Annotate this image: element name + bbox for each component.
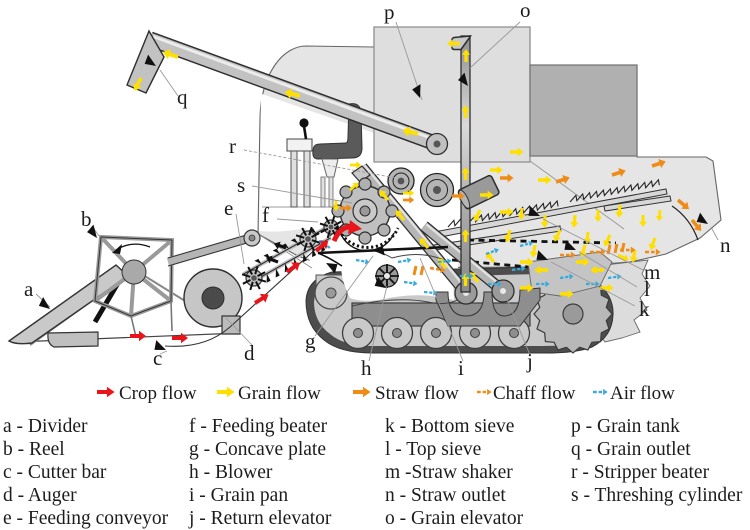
svg-text:f: f bbox=[262, 203, 269, 227]
svg-text:r: r bbox=[229, 134, 236, 158]
svg-text:o - Grain elevator: o - Grain elevator bbox=[385, 508, 524, 529]
svg-text:n - Straw outlet: n - Straw outlet bbox=[385, 485, 506, 506]
svg-text:q - Grain outlet: q - Grain outlet bbox=[571, 439, 691, 460]
svg-text:h: h bbox=[361, 356, 372, 380]
svg-text:r - Stripper beater: r - Stripper beater bbox=[571, 462, 710, 483]
svg-text:p: p bbox=[384, 0, 395, 24]
svg-text:Straw flow: Straw flow bbox=[375, 383, 459, 404]
svg-text:j: j bbox=[526, 349, 533, 373]
svg-text:j - Return elevator: j - Return elevator bbox=[188, 508, 332, 529]
svg-text:m: m bbox=[644, 260, 660, 284]
svg-text:Grain flow: Grain flow bbox=[238, 383, 321, 404]
svg-text:c - Cutter bar: c - Cutter bar bbox=[3, 462, 107, 483]
svg-text:o: o bbox=[520, 0, 531, 22]
svg-text:l - Top sieve: l - Top sieve bbox=[385, 439, 481, 460]
svg-text:s: s bbox=[237, 173, 245, 197]
svg-text:Air flow: Air flow bbox=[610, 383, 675, 404]
svg-text:i - Grain pan: i - Grain pan bbox=[189, 485, 288, 506]
svg-text:n: n bbox=[720, 233, 731, 257]
svg-text:f - Feeding beater: f - Feeding beater bbox=[189, 416, 328, 437]
svg-text:c: c bbox=[153, 346, 162, 370]
svg-text:k - Bottom sieve: k - Bottom sieve bbox=[385, 416, 514, 437]
svg-text:g: g bbox=[305, 329, 316, 353]
svg-text:p - Grain tank: p - Grain tank bbox=[571, 416, 680, 437]
svg-text:a - Divider: a - Divider bbox=[3, 416, 88, 437]
svg-text:l: l bbox=[644, 277, 650, 301]
svg-text:Chaff flow: Chaff flow bbox=[493, 383, 576, 404]
svg-text:e: e bbox=[224, 196, 233, 220]
svg-text:e - Feeding conveyor: e - Feeding conveyor bbox=[3, 508, 169, 529]
svg-text:b: b bbox=[81, 207, 92, 231]
svg-text:i: i bbox=[458, 356, 464, 380]
svg-text:s - Threshing cylinder: s - Threshing cylinder bbox=[571, 485, 743, 506]
svg-text:k: k bbox=[639, 297, 650, 321]
svg-text:g - Concave plate: g - Concave plate bbox=[189, 439, 326, 460]
svg-text:b - Reel: b - Reel bbox=[3, 439, 65, 460]
svg-text:q: q bbox=[177, 85, 188, 109]
svg-text:m -Straw shaker: m -Straw shaker bbox=[385, 462, 513, 483]
svg-text:d - Auger: d - Auger bbox=[3, 485, 77, 506]
svg-text:Crop flow: Crop flow bbox=[119, 383, 197, 404]
svg-text:h - Blower: h - Blower bbox=[189, 462, 273, 483]
svg-text:a: a bbox=[24, 277, 34, 301]
svg-text:d: d bbox=[244, 341, 255, 365]
